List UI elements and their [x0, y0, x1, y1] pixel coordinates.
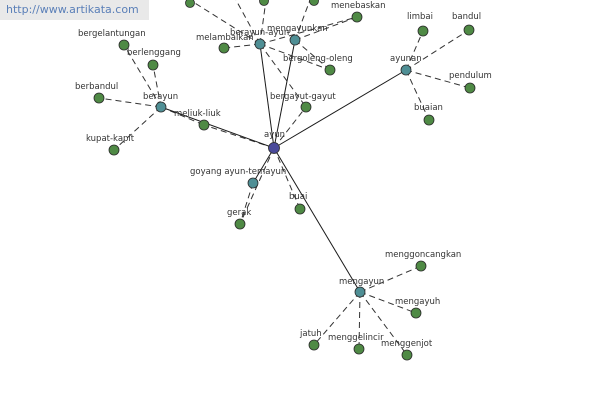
node-buaian[interactable] — [423, 114, 435, 126]
edge-ayun-mengayunkan — [273, 39, 296, 149]
label-menebaskan: menebaskan — [331, 1, 386, 11]
node-berbandul[interactable] — [93, 92, 105, 104]
label-berayun-ayun: berayun-ayun — [230, 28, 289, 38]
label-berlenggang: berlenggang — [127, 48, 181, 58]
node-mengayuh[interactable] — [410, 307, 422, 319]
node-melambaikan[interactable] — [218, 42, 230, 54]
label-ayun: ayun — [264, 130, 285, 140]
node-menggoncangkan[interactable] — [415, 260, 427, 272]
label-menggelincir: menggelincir — [328, 333, 384, 343]
label-mengayunkan: mengayunkan — [267, 24, 328, 34]
edge-ayun-berayun — [160, 106, 275, 149]
node-meliuk-liuk[interactable] — [198, 119, 210, 131]
edge-ayunan-buaian — [405, 69, 430, 121]
nodes-layer — [93, 0, 476, 361]
label-bergayut-gayut: bergayut-gayut — [270, 92, 336, 102]
edge-mengayun-menggenjot — [359, 291, 408, 356]
node-berayun[interactable] — [155, 101, 167, 113]
label-bergelantungan: bergelantungan — [78, 29, 146, 39]
node-bergayut-gayut[interactable] — [300, 101, 312, 113]
edge-mengayunkan-bergoleng-oleng — [294, 39, 331, 71]
node-gerak[interactable] — [234, 218, 246, 230]
node-offscreen-1 — [259, 0, 269, 6]
node-berayun-ayun[interactable] — [254, 38, 266, 50]
label-bandul: bandul — [452, 12, 481, 22]
edge-ayun-mengayun — [273, 147, 361, 293]
website-watermark: http://www.artikata.com — [0, 0, 149, 20]
node-limbai[interactable] — [417, 25, 429, 37]
edge-ayunan-bandul — [405, 29, 470, 71]
node-offscreen-2 — [309, 0, 319, 6]
node-bergelantungan[interactable] — [118, 39, 130, 51]
edge-ayun-goyang-ayun-temayun — [252, 147, 275, 184]
label-meliuk-liuk: meliuk-liuk — [174, 109, 221, 119]
label-mengayuh: mengayuh — [395, 297, 440, 307]
label-buai: buai — [289, 192, 307, 202]
label-gerak: gerak — [227, 208, 251, 218]
label-goyang-ayun-temayun: goyang ayun-temayun — [190, 167, 286, 177]
label-berbandul: berbandul — [75, 82, 118, 92]
label-berayun: berayun — [143, 92, 178, 102]
edge-berayun-ayun-bergayut-gayut — [259, 43, 307, 108]
label-mengayun: mengayun — [339, 277, 384, 287]
edge-berayun-ayun-melambaikan — [223, 43, 261, 49]
edge-ayunan-pendulum — [405, 69, 471, 89]
labels-layer: menebaskan melambaikan bergelantungan berle… — [75, 1, 492, 349]
edge-berayun-berbandul — [98, 97, 162, 108]
node-buai[interactable] — [294, 203, 306, 215]
label-menggoncangkan: menggoncangkan — [385, 250, 461, 260]
edge-berayun-berlenggang — [152, 64, 162, 108]
label-limbai: limbai — [407, 12, 433, 22]
label-kupat-kapit: kupat-kapit — [86, 134, 135, 144]
label-ayunan: ayunan — [390, 54, 422, 64]
edge-mengayun-jatuh — [313, 291, 361, 346]
label-bergoleng-oleng: bergoleng-oleng — [283, 54, 353, 64]
node-mengayunkan[interactable] — [289, 34, 301, 46]
edge-stub-0 — [189, 0, 261, 45]
edge-berayun-bergelantungan — [123, 44, 162, 108]
edge-berayun-ayun-bergoleng-oleng — [259, 43, 331, 71]
node-goyang-ayun-temayun[interactable] — [247, 177, 259, 189]
edge-mengayun-menggoncangkan — [359, 265, 422, 293]
edge-ayun-berayun-ayun — [259, 43, 275, 149]
node-offscreen-0 — [185, 0, 195, 8]
edge-berayun-ayun-menebaskan — [259, 16, 358, 45]
node-menebaskan[interactable] — [351, 11, 363, 23]
edge-goyang-ayun-temayun-gerak — [239, 182, 254, 225]
node-menggenjot[interactable] — [401, 349, 413, 361]
label-jatuh: jatuh — [299, 329, 322, 339]
label-buaian: buaian — [414, 103, 443, 113]
edge-stub-3 — [294, 0, 311, 41]
edge-mengayunkan-menebaskan — [294, 16, 358, 41]
label-menggenjot: menggenjot — [381, 339, 433, 349]
edge-ayunan-limbai — [405, 30, 424, 71]
node-berlenggang[interactable] — [147, 59, 159, 71]
node-ayunan[interactable] — [400, 64, 412, 76]
node-bergoleng-oleng[interactable] — [324, 64, 336, 76]
edge-ayun-ayunan — [273, 69, 407, 149]
label-pendulum: pendulum — [449, 71, 492, 81]
edge-stub-2 — [259, 0, 267, 45]
label-melambaikan: melambaikan — [196, 33, 254, 43]
node-jatuh[interactable] — [308, 339, 320, 351]
edge-ayun-bergayut-gayut — [273, 106, 307, 149]
edge-ayun-buai — [273, 147, 301, 210]
node-kupat-kapit[interactable] — [108, 144, 120, 156]
node-bandul[interactable] — [463, 24, 475, 36]
edge-berayun-meliuk-liuk — [160, 106, 205, 126]
edge-berayun-kupat-kapit — [113, 106, 162, 151]
node-menggelincir[interactable] — [353, 343, 365, 355]
node-pendulum[interactable] — [464, 82, 476, 94]
edge-stub-1 — [235, 0, 261, 45]
node-ayun[interactable] — [268, 142, 280, 154]
node-mengayun[interactable] — [354, 286, 366, 298]
